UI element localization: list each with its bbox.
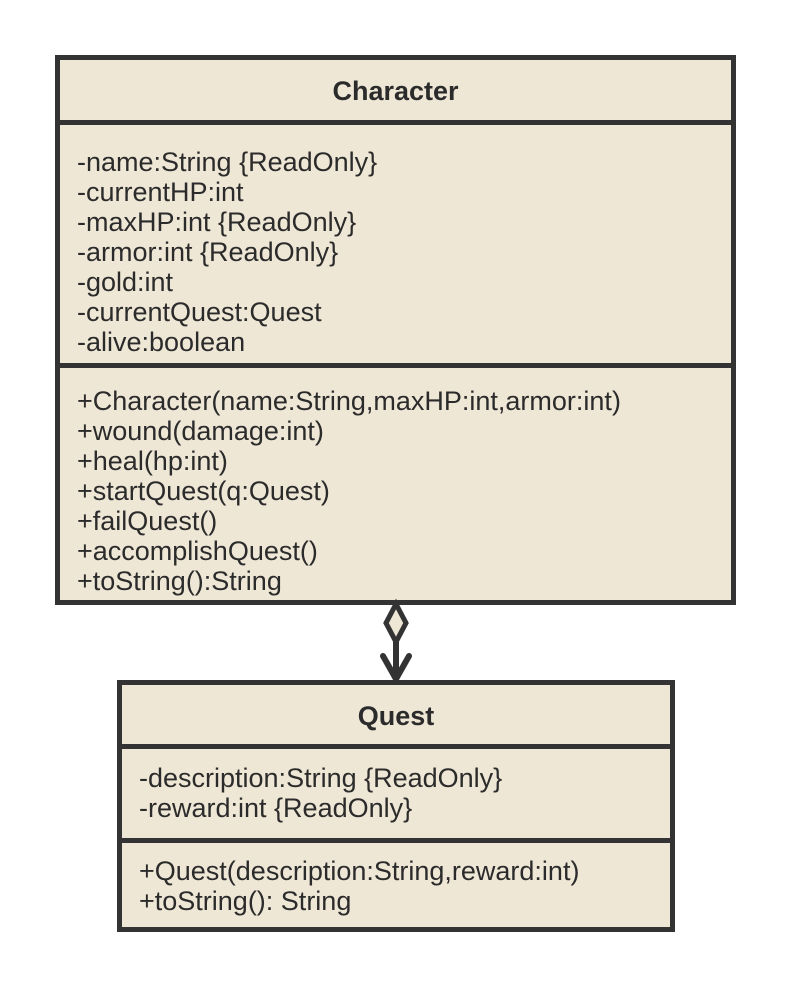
section-divider bbox=[122, 838, 670, 843]
quest-class-box: Quest -description:String {ReadOnly} -re… bbox=[117, 680, 675, 932]
attribute: -currentQuest:Quest bbox=[77, 297, 322, 327]
class-name-section: Quest bbox=[122, 685, 670, 744]
attributes-section: -name:String {ReadOnly} -currentHP:int -… bbox=[60, 125, 731, 363]
operation: +Quest(description:String,reward:int) bbox=[139, 856, 580, 886]
navigation-arrowhead-icon bbox=[380, 653, 412, 686]
operation: +startQuest(q:Quest) bbox=[77, 476, 330, 506]
operation: +Character(name:String,maxHP:int,armor:i… bbox=[77, 386, 621, 416]
attribute: -alive:boolean bbox=[77, 327, 246, 357]
class-name: Quest bbox=[357, 701, 435, 731]
attribute: -reward:int {ReadOnly} bbox=[139, 793, 413, 823]
attribute: -maxHP:int {ReadOnly} bbox=[77, 207, 357, 237]
attribute: -currentHP:int bbox=[77, 177, 244, 207]
attribute: -name:String {ReadOnly} bbox=[77, 147, 378, 177]
class-name-section: Character bbox=[60, 60, 731, 120]
section-divider bbox=[60, 120, 731, 125]
operation: +toString(): String bbox=[139, 886, 352, 916]
operation: +wound(damage:int) bbox=[77, 416, 324, 446]
character-class-box: Character -name:String {ReadOnly} -curre… bbox=[55, 55, 736, 605]
operation: +toString():String bbox=[77, 566, 282, 596]
operation: +failQuest() bbox=[77, 506, 218, 536]
operations-section: +Quest(description:String,reward:int) +t… bbox=[122, 843, 670, 927]
section-divider bbox=[60, 363, 731, 368]
class-name: Character bbox=[332, 76, 459, 106]
attribute: -gold:int bbox=[77, 267, 174, 297]
aggregation-diamond-icon bbox=[383, 598, 409, 648]
section-divider bbox=[122, 744, 670, 749]
operations-section: +Character(name:String,maxHP:int,armor:i… bbox=[60, 368, 731, 605]
attribute: -description:String {ReadOnly} bbox=[139, 763, 503, 793]
operation: +accomplishQuest() bbox=[77, 536, 318, 566]
attributes-section: -description:String {ReadOnly} -reward:i… bbox=[122, 749, 670, 838]
operation: +heal(hp:int) bbox=[77, 446, 228, 476]
attribute: -armor:int {ReadOnly} bbox=[77, 237, 339, 267]
